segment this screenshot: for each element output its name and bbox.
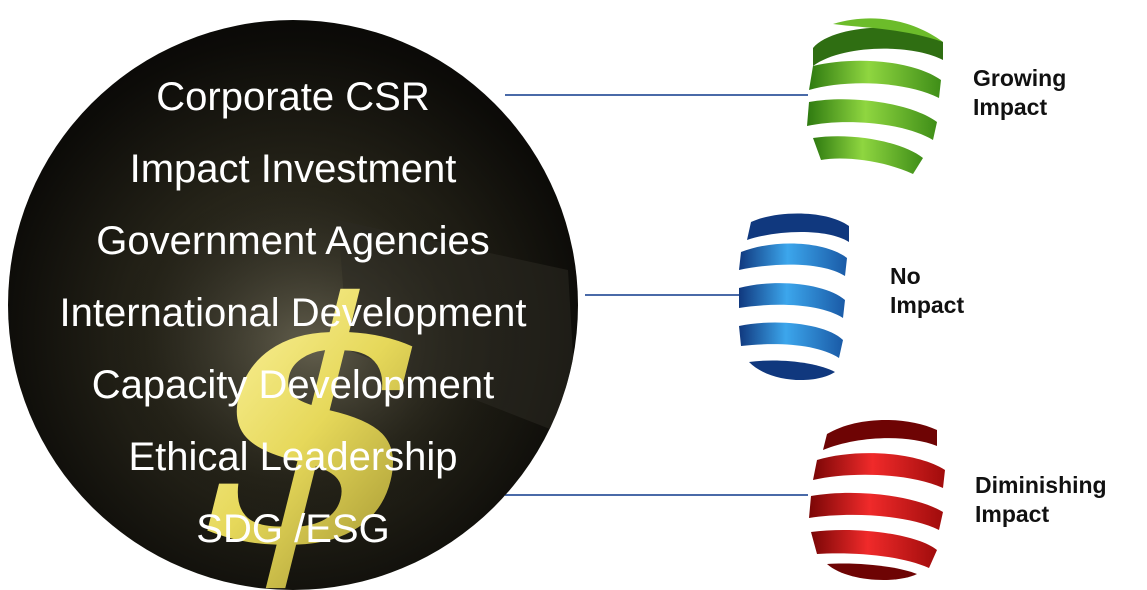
funding-item-impact-investment: Impact Investment [129,147,457,191]
no-impact-line1: No [890,263,921,289]
diminishing-impact-line1: Diminishing [975,472,1107,498]
funding-item-international-development: International Development [59,291,527,335]
no-impact-label: No Impact [890,262,964,320]
diminishing-spiral-icon [809,419,945,580]
funding-item-corporate-csr: Corporate CSR [156,75,430,119]
growing-impact-line2: Impact [973,94,1048,120]
growing-spiral-icon [807,18,943,174]
funding-circle: $ Corporate CSR Impact Investment Govern… [8,20,578,590]
funding-item-ethical-leadership: Ethical Leadership [128,435,458,479]
funding-item-capacity-development: Capacity Development [91,363,495,407]
funding-item-government-agencies: Government Agencies [96,219,490,263]
growing-impact-line1: Growing [973,65,1067,91]
no-impact-line2: Impact [890,292,965,318]
diminishing-impact-label: Diminishing Impact [975,471,1107,529]
dollar-icon: $ [108,180,578,590]
growing-impact-label: Growing Impact [973,64,1066,122]
diminishing-impact-line2: Impact [975,501,1050,527]
funding-item-sdg-esg: SDG /ESG [196,507,390,551]
no-impact-spiral-icon [739,213,849,381]
